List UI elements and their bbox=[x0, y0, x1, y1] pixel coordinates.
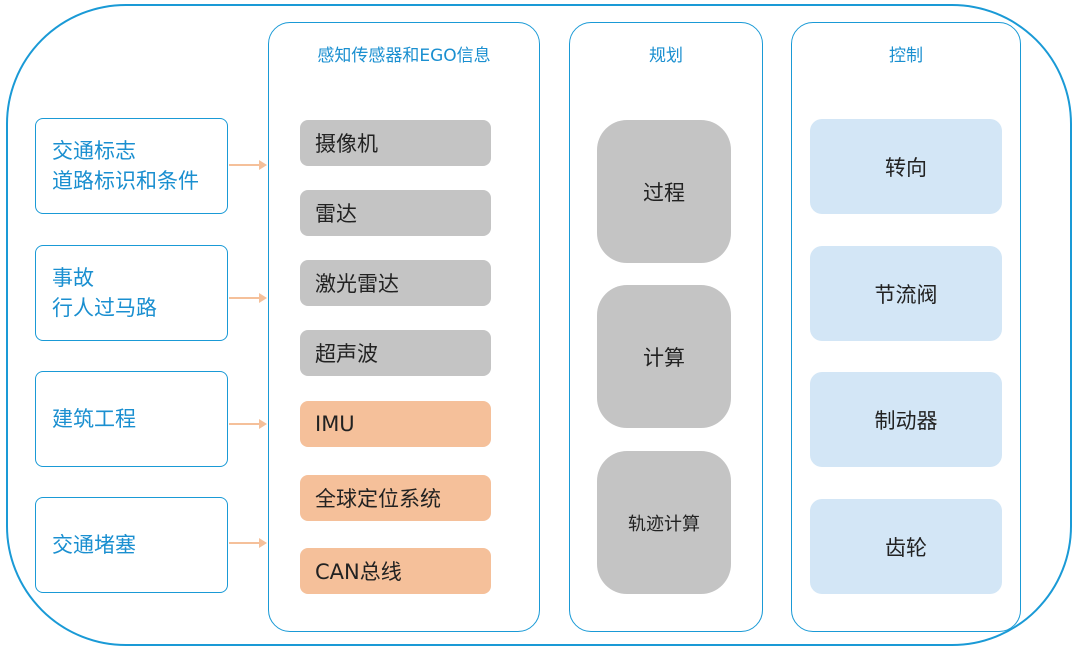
system-boundary bbox=[6, 4, 1072, 646]
control-gear: 齿轮 bbox=[810, 499, 1002, 594]
planning-column: 规划 bbox=[569, 22, 763, 632]
input-box-accidents: 事故 行人过马路 bbox=[35, 245, 228, 341]
sensor-ultrasonic: 超声波 bbox=[300, 330, 491, 376]
arrow-right-icon bbox=[229, 160, 267, 170]
perception-column: 感知传感器和EGO信息 bbox=[268, 22, 540, 632]
sensor-lidar: 激光雷达 bbox=[300, 260, 491, 306]
sensor-camera: 摄像机 bbox=[300, 120, 491, 166]
sensor-can-bus: CAN总线 bbox=[300, 548, 491, 594]
planning-title: 规划 bbox=[649, 46, 683, 66]
input-label: 交通标志 bbox=[52, 139, 136, 163]
planning-compute: 计算 bbox=[597, 285, 731, 428]
input-label: 交通堵塞 bbox=[52, 533, 136, 557]
sensor-gps: 全球定位系统 bbox=[300, 475, 491, 521]
control-steering: 转向 bbox=[810, 119, 1002, 214]
input-box-construction: 建筑工程 bbox=[35, 371, 228, 467]
perception-title: 感知传感器和EGO信息 bbox=[317, 46, 491, 66]
control-throttle: 节流阀 bbox=[810, 246, 1002, 341]
arrow-right-icon bbox=[229, 293, 267, 303]
control-title: 控制 bbox=[889, 46, 923, 66]
input-label: 事故 bbox=[52, 266, 94, 290]
planning-trajectory: 轨迹计算 bbox=[597, 451, 731, 594]
arrow-right-icon bbox=[229, 538, 267, 548]
planning-process: 过程 bbox=[597, 120, 731, 263]
input-label: 道路标识和条件 bbox=[52, 169, 199, 193]
arrow-right-icon bbox=[229, 419, 267, 429]
control-brake: 制动器 bbox=[810, 372, 1002, 467]
input-box-traffic-jam: 交通堵塞 bbox=[35, 497, 228, 593]
control-column: 控制 bbox=[791, 22, 1021, 632]
input-label: 行人过马路 bbox=[52, 296, 157, 320]
sensor-imu: IMU bbox=[300, 401, 491, 447]
sensor-radar: 雷达 bbox=[300, 190, 491, 236]
input-box-traffic-signs: 交通标志 道路标识和条件 bbox=[35, 118, 228, 214]
input-label: 建筑工程 bbox=[52, 407, 136, 431]
